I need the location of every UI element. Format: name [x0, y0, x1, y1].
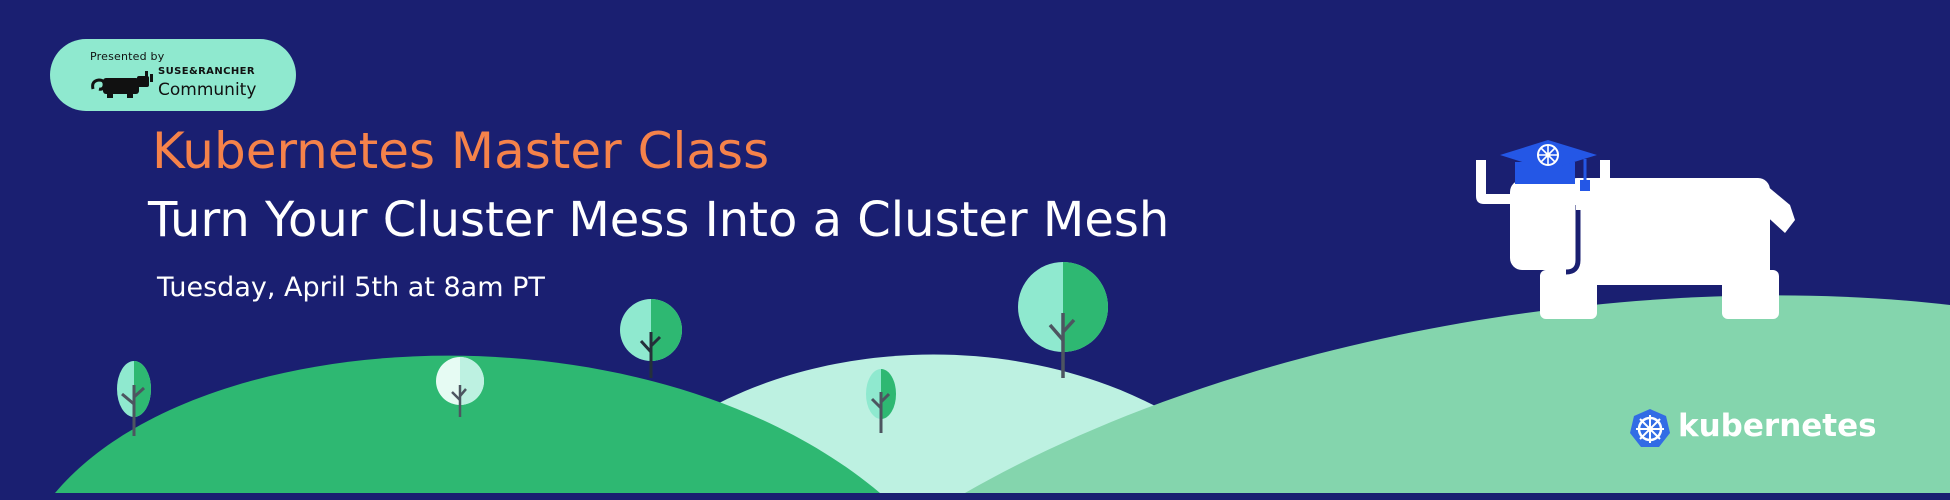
tree-icon [866, 369, 896, 433]
rancher-logo-icon [91, 71, 153, 98]
graduation-cap-icon [1500, 140, 1597, 191]
event-title: Turn Your Cluster Mess Into a Cluster Me… [148, 192, 1170, 248]
tree-icon [436, 357, 484, 417]
brand-label: SUSE&RANCHER [158, 66, 255, 77]
hill-left [55, 355, 880, 493]
event-date: Tuesday, April 5th at 8am PT [157, 272, 545, 303]
tree-icon [117, 361, 151, 436]
community-label: Community [158, 80, 257, 100]
series-title: Kubernetes Master Class [152, 122, 770, 180]
hill-right [965, 295, 1950, 493]
tree-icon [620, 299, 682, 378]
presented-by-badge: Presented by SUSE&RANCHER Community [50, 39, 296, 111]
kubernetes-helm-icon [1630, 409, 1670, 447]
presented-by-label: Presented by [90, 50, 165, 63]
kubernetes-wordmark: kubernetes [1678, 408, 1877, 444]
cow-mascot-icon [1476, 160, 1795, 319]
tree-icon [1018, 262, 1108, 378]
